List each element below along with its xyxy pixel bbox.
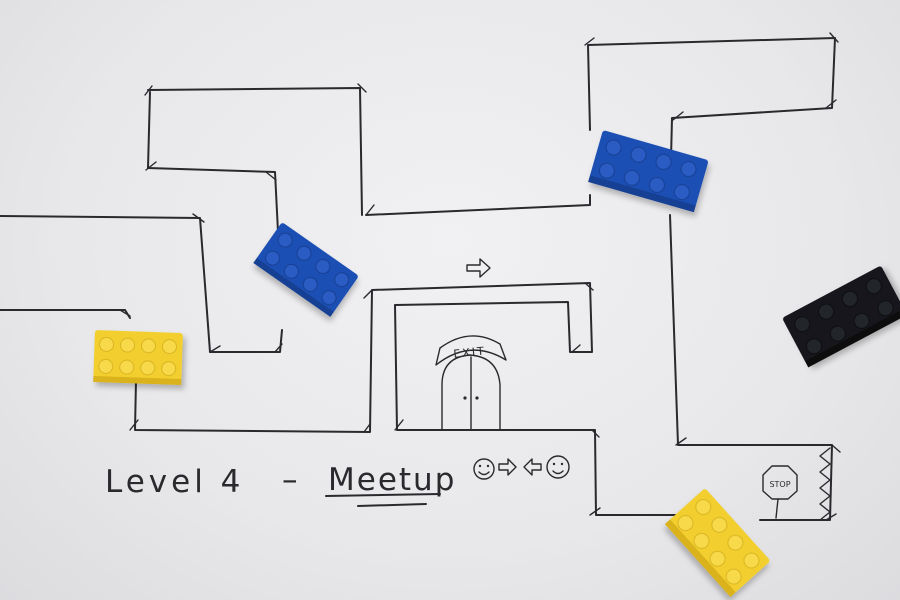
maze-wall: [134, 282, 681, 516]
arrow-right-icon: [466, 258, 491, 278]
maze-wall: [669, 214, 833, 521]
level-name-underline: [325, 493, 441, 507]
lego-brick-black[interactable]: [782, 265, 900, 368]
smiley-icon: [473, 458, 495, 480]
exit-sign-text: EXIT: [453, 344, 487, 360]
lego-brick-blue[interactable]: [253, 222, 359, 317]
maze-wall: [147, 87, 363, 233]
maze-corner-marks: [119, 32, 841, 521]
lego-brick-yellow[interactable]: [93, 330, 183, 386]
level-name: Meetup: [328, 462, 456, 498]
maze-wall: [0, 309, 131, 319]
level-number: Level 4: [105, 464, 244, 500]
lego-brick-blue[interactable]: [588, 130, 709, 213]
maze-spikes: [819, 447, 831, 521]
stop-sign-text: STOP: [769, 480, 790, 489]
lego-brick-yellow[interactable]: [664, 488, 771, 597]
maze-wall: [0, 215, 283, 353]
arrow-left-icon: [523, 458, 542, 476]
level-dash: –: [282, 462, 298, 498]
smiley-icon: [546, 455, 570, 479]
arrow-right-icon: [498, 458, 517, 476]
maze-walls: [0, 32, 841, 521]
stop-sign-icon: [762, 465, 798, 519]
maze-wall: [587, 37, 836, 201]
exit-door-icon: [435, 335, 507, 431]
maze-wall: [365, 194, 591, 216]
